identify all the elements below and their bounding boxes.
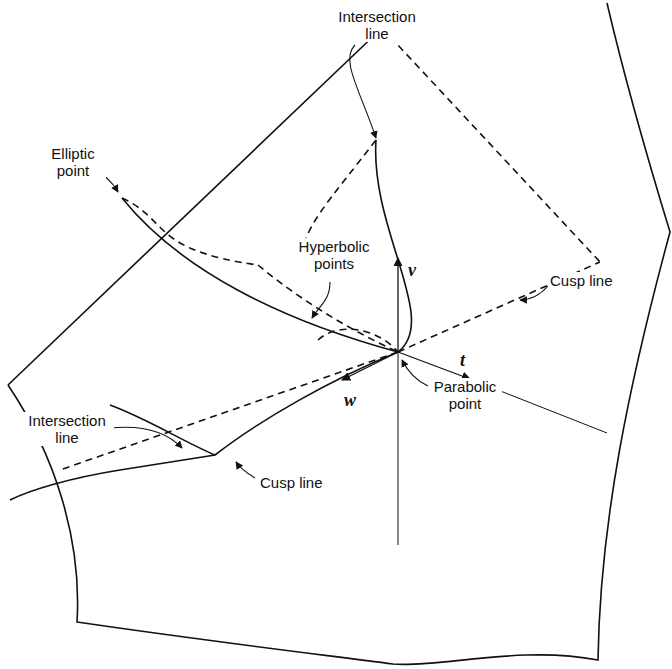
- fold-curve: [122, 198, 398, 352]
- axis-label: t: [458, 352, 467, 369]
- plane-edge: [8, 28, 382, 385]
- hidden-curve: [122, 198, 258, 265]
- t-axis: [398, 352, 470, 379]
- intersection-line-label: Intersection line: [330, 8, 424, 42]
- v-axis: [397, 258, 398, 352]
- elliptic-point-label: Elliptic point: [40, 145, 106, 179]
- leader-line: [402, 360, 428, 386]
- surface-edge: [110, 405, 215, 455]
- cusp-line-label: Cusp line: [548, 272, 615, 289]
- leader-line: [520, 286, 548, 300]
- hidden-curve: [258, 265, 398, 352]
- parabolic-point-label: Parabolic point: [428, 378, 502, 412]
- hidden-edge: [382, 28, 600, 262]
- surface-sheet: [8, 3, 670, 664]
- leader-line: [312, 282, 330, 318]
- hidden-curve: [318, 329, 398, 352]
- w-axis: [342, 352, 398, 380]
- axis-label: v: [406, 262, 418, 279]
- axis-label: w: [342, 392, 358, 409]
- cusp-line: [10, 352, 398, 500]
- hyperbolic-points-label: Hyperbolic points: [292, 238, 376, 272]
- hidden-curve: [60, 352, 398, 470]
- leader-line: [236, 462, 255, 478]
- leader-line: [350, 45, 376, 138]
- fold-curve: [376, 140, 412, 352]
- leader-line: [110, 427, 182, 448]
- intersection-line-label: Intersection line: [20, 412, 114, 446]
- cusp-line-label: Cusp line: [258, 474, 325, 491]
